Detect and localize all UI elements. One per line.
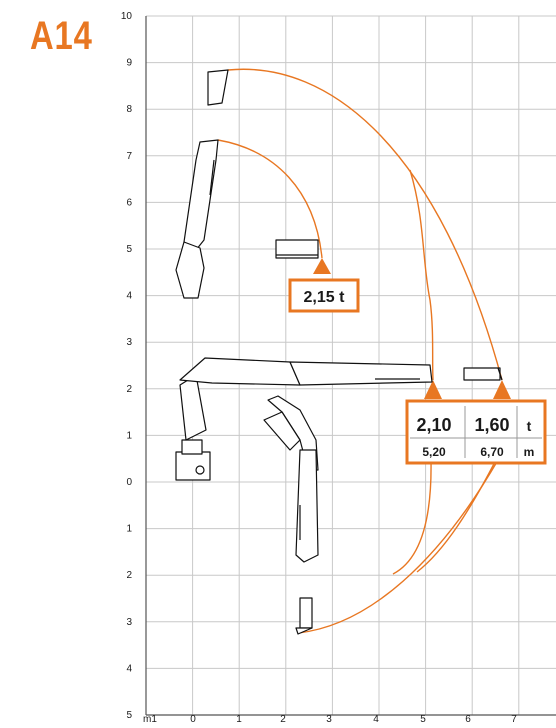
reach-value-1: 5,20 [422,445,446,459]
crane-main [175,357,503,481]
reach-curve-upper-inner [217,139,323,259]
diagram-title: A14 [30,14,93,58]
x-tick-label: m1 [143,714,157,725]
y-tick-label: 1 [126,430,132,441]
load-value-2: 1,60 [474,415,509,435]
crane-drawings [175,69,503,635]
reach-curve-lower-1 [392,459,432,575]
y-tick-label: 6 [126,197,132,208]
x-tick-label: 7 [511,714,517,725]
load-value-1: 2,10 [416,415,451,435]
reach-curve-lower-3 [297,459,499,634]
x-tick-label: 3 [326,714,332,725]
x-tick-label: 1 [236,714,242,725]
load-table: 2,10 1,60 t 5,20 6,70 m [405,399,547,465]
x-tick-label: 2 [280,714,286,725]
y-tick-label: 1 [126,524,132,535]
load-marker-top [313,258,331,274]
y-tick-label: 9 [126,58,132,69]
x-tick-label: 4 [373,714,379,725]
x-tick-label: 6 [465,714,471,725]
y-tick-label: 4 [126,663,132,674]
reach-curve-middle [409,169,434,381]
y-tick-label: 0 [126,477,132,488]
y-tick-label: 5 [126,710,132,721]
reach-curve-upper-outer [227,68,503,381]
reach-curves [217,68,503,634]
y-tick-label: 4 [126,291,132,302]
load-markers [313,258,511,399]
y-tick-label: 7 [126,151,132,162]
y-tick-label: 5 [126,244,132,255]
load-label-top: 2,15 t [288,278,360,313]
reach-unit: m [524,445,535,459]
reach-curve-lower-2 [416,459,497,573]
x-axis-labels: m1 0 1 2 3 4 5 6 7 [143,714,517,725]
y-tick-label: 3 [126,337,132,348]
y-tick-label: 2 [126,570,132,581]
y-tick-label: 10 [121,11,133,22]
load-unit: t [527,418,532,434]
load-marker-left [424,380,442,399]
x-tick-label: 0 [190,714,196,725]
reach-value-2: 6,70 [480,445,504,459]
x-tick-label: 5 [420,714,426,725]
y-tick-label: 2 [126,384,132,395]
load-value-top: 2,15 t [304,289,346,306]
y-tick-label: 8 [126,104,132,115]
crane-lower-folded [263,395,319,635]
crane-upper-folded [175,69,319,299]
load-marker-right [493,380,511,399]
y-tick-label: 3 [126,617,132,628]
